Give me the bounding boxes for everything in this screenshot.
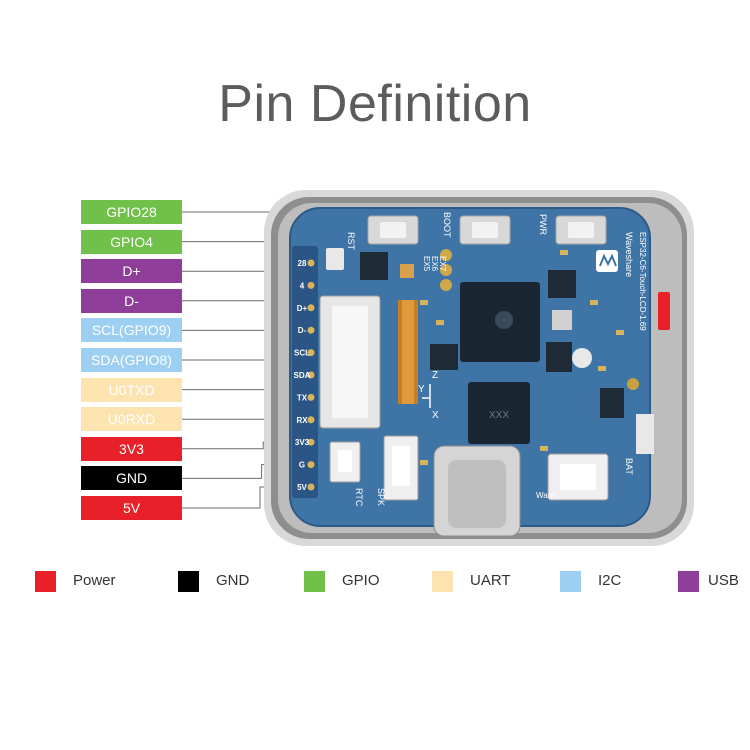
pin-label: D- [81, 288, 182, 313]
legend-swatch [304, 571, 325, 592]
axis-y: Y [418, 384, 425, 395]
legend-label: UART [470, 572, 511, 589]
pin-label: U0RXD [81, 407, 182, 432]
pwr-label: PWR [538, 214, 548, 235]
rtc-label: RTC [354, 488, 364, 507]
legend-label: USB [708, 572, 739, 589]
warn-label: Warn [536, 491, 555, 500]
header-pin-label: D- [298, 326, 307, 335]
header-pin-label: 28 [298, 259, 307, 268]
rst-button [367, 215, 419, 245]
header-pin-label: RX [296, 416, 308, 425]
header-pin [307, 281, 315, 289]
legend-swatch [560, 571, 581, 592]
legend-swatch [178, 571, 199, 592]
header-pin [307, 326, 315, 334]
ex5-label: EX5 [422, 256, 431, 272]
header-pin-label: SDA [294, 371, 311, 380]
spk-label: SPK [376, 488, 386, 506]
pin-label: 3V3 [81, 436, 182, 461]
header-pin-label: SCL [294, 349, 310, 358]
antenna-pad [627, 378, 639, 390]
legend-label: Power [73, 572, 116, 589]
legend-swatch [432, 571, 453, 592]
pin-label: SDA(GPIO8) [81, 348, 182, 372]
boot-label: BOOT [442, 212, 452, 238]
header-pin [307, 304, 315, 312]
legend-label: GPIO [342, 572, 380, 589]
legend-swatch [678, 571, 699, 592]
rst-label: RST [346, 232, 356, 251]
header-pin [307, 416, 315, 424]
ex6-pad [440, 264, 452, 276]
header-pin [307, 461, 315, 469]
axis-z: Z [432, 370, 438, 381]
header-pin [307, 438, 315, 446]
pwr-button [555, 215, 607, 245]
pin-label: D+ [81, 259, 182, 284]
legend-label: GND [216, 572, 250, 589]
legend-swatch [35, 571, 56, 592]
page-title: Pin Definition [218, 75, 532, 133]
ex7-pad [440, 279, 452, 291]
chip-marking: XXX [489, 410, 509, 421]
pin-label: GPIO28 [81, 200, 182, 224]
bat-label: BAT [624, 458, 634, 475]
header-pin-label: TX [297, 393, 308, 402]
pin-label: U0TXD [81, 377, 182, 402]
axis-x: X [432, 410, 439, 421]
secondary-chip [468, 382, 530, 444]
sensor-component [326, 248, 344, 270]
header-pin [307, 483, 315, 491]
pin-label: GND [81, 466, 182, 491]
boot-button [459, 215, 511, 245]
header-pin-label: 5V [297, 483, 307, 492]
brand-label: Waveshare [624, 232, 634, 277]
header-pin [307, 371, 315, 379]
header-pin [307, 393, 315, 401]
power-led-marker [658, 292, 670, 330]
header-pin-label: G [299, 461, 305, 470]
header-pin-label: D+ [297, 304, 308, 313]
header-pin-label: 4 [300, 281, 305, 290]
ex7-label: EX7 [438, 256, 447, 272]
pin-label: GPIO4 [81, 229, 182, 254]
ex5-pad [440, 249, 452, 261]
model-label: ESP32-C6-Touch-LCD-1.69 [638, 232, 647, 331]
pin-label: SCL(GPIO9) [81, 318, 182, 343]
header-pin-label: 3V3 [295, 438, 310, 447]
header-pin [307, 259, 315, 267]
ex6-label: EX6 [430, 256, 439, 272]
legend-label: I2C [598, 572, 622, 589]
pin-label: 5V [81, 496, 182, 520]
header-pin [307, 349, 315, 357]
imu-chip [360, 252, 388, 280]
